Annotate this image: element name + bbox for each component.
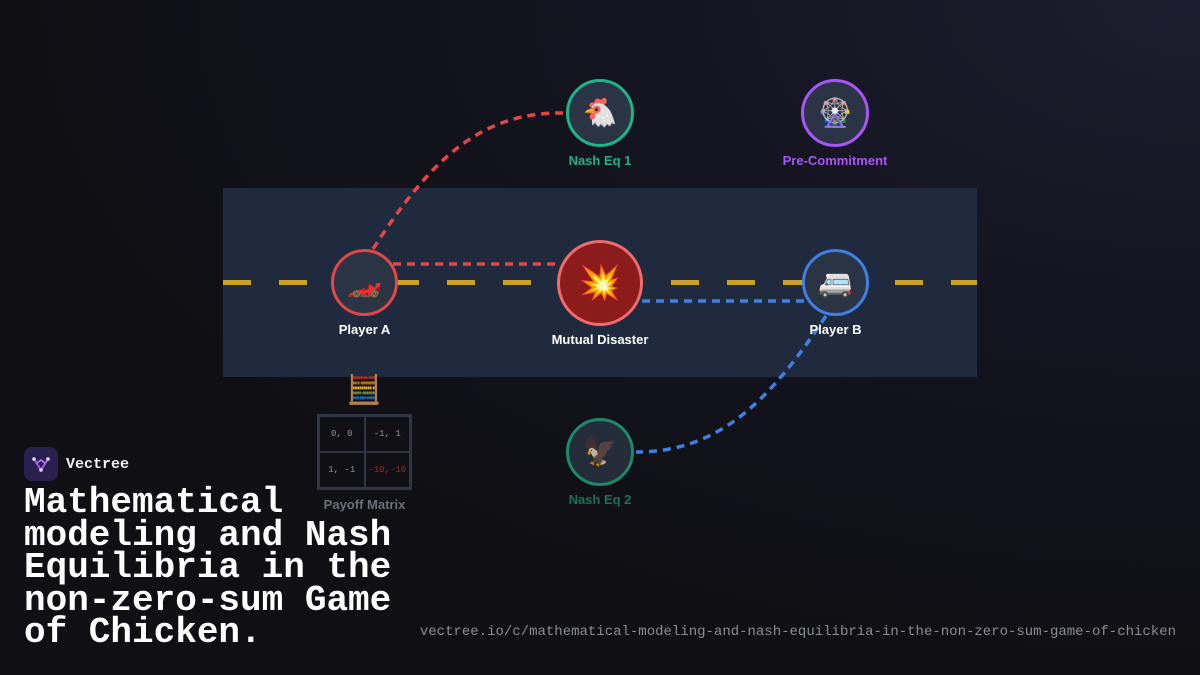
payoff-matrix: 0, 0 -1, 1 1, -1 -10,-10 — [317, 414, 412, 490]
pre-commitment-node[interactable]: 🎡 — [801, 79, 869, 147]
nash-eq-1-node[interactable]: 🐔 — [566, 79, 634, 147]
player-a-label: Player A — [338, 322, 391, 337]
vectree-logo-icon — [24, 447, 58, 481]
nash-eq-2-node[interactable]: 🦅 — [566, 418, 634, 486]
van-icon: 🚐 — [818, 265, 853, 299]
payoff-cell: 0, 0 — [319, 416, 365, 452]
edge-player-a-to-nash-eq-1 — [371, 111, 564, 250]
mutual-disaster-label: Mutual Disaster — [551, 332, 649, 347]
brand-name: Vectree — [66, 455, 130, 473]
race-car-icon: 🏎️ — [347, 265, 382, 299]
mutual-disaster-node[interactable]: 💥 — [557, 240, 643, 326]
brand: Vectree — [24, 447, 129, 481]
page-title: Mathematical modeling and Nash Equilibri… — [24, 482, 392, 653]
player-b-label: Player B — [809, 322, 862, 337]
collision-icon: 💥 — [578, 263, 622, 303]
steering-wheel-icon: 🎡 — [817, 96, 853, 129]
nash-eq-2-label: Nash Eq 2 — [568, 492, 632, 507]
edge-player-b-to-nash-eq-2 — [635, 315, 828, 454]
chicken-icon: 🐔 — [582, 96, 618, 129]
payoff-matrix-label: Payoff Matrix — [323, 497, 406, 512]
player-b-node[interactable]: 🚐 — [802, 249, 869, 316]
abacus-icon: 🧮 — [346, 373, 382, 406]
pre-commitment-label: Pre-Commitment — [782, 153, 888, 168]
payoff-cell: -1, 1 — [364, 416, 410, 452]
source-url[interactable]: vectree.io/c/mathematical-modeling-and-n… — [419, 624, 1176, 640]
eagle-icon: 🦅 — [582, 435, 618, 468]
player-a-node[interactable]: 🏎️ — [331, 249, 398, 316]
nash-eq-1-label: Nash Eq 1 — [568, 153, 632, 168]
payoff-cell: -10,-10 — [364, 452, 410, 488]
payoff-cell: 1, -1 — [319, 452, 365, 488]
